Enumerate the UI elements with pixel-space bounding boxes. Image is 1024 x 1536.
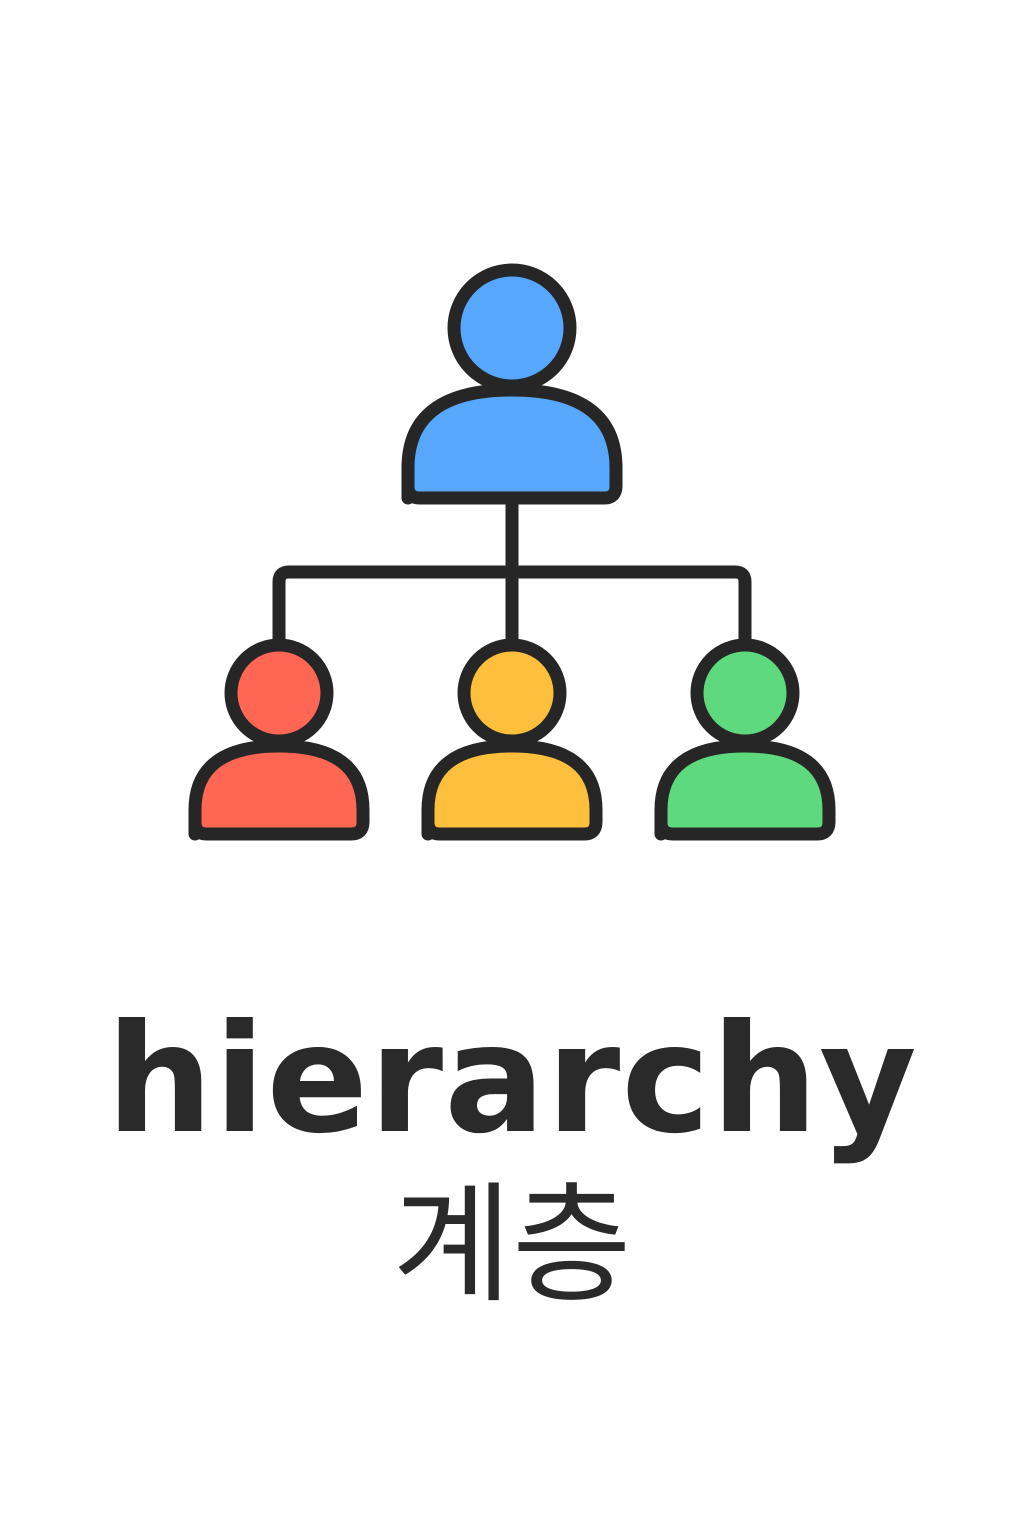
person-green-icon xyxy=(654,638,836,841)
person-yellow-icon xyxy=(421,638,603,841)
hierarchy-icon xyxy=(188,263,836,841)
english-word: hierarchy xyxy=(106,993,918,1167)
connector-lines xyxy=(272,498,752,647)
person-red-icon xyxy=(188,638,370,841)
korean-word: 계층 xyxy=(392,1169,632,1321)
person-blue-icon xyxy=(401,263,623,505)
